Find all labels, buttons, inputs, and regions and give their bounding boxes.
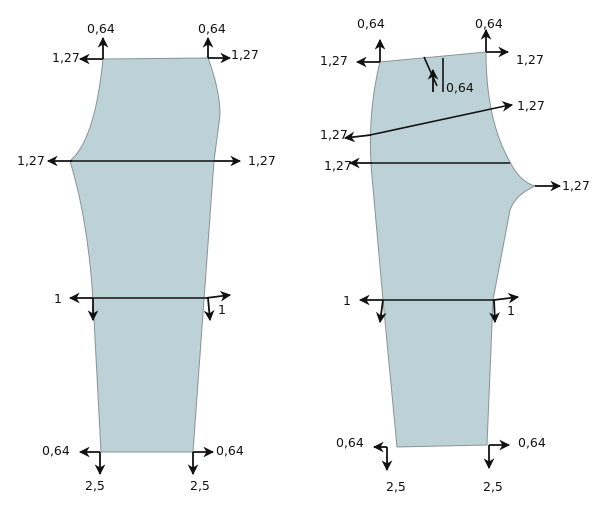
arrow-right-icon	[501, 101, 514, 112]
back-knee-left-label: 1	[343, 293, 351, 308]
front-top-left-side-label: 1,27	[52, 50, 80, 65]
back-hip-left-label: 1,27	[320, 127, 348, 142]
front-hem-left-side-label: 0,64	[42, 443, 70, 458]
back-dart-label: 0,64	[446, 80, 474, 95]
front-hem-right-side-label: 0,64	[216, 443, 244, 458]
arrow-left-icon	[343, 131, 372, 143]
back-crotch-right-label: 1,27	[562, 178, 590, 193]
front-top-right-up-label: 0,64	[198, 21, 226, 36]
back-hem-right-side-label: 0,64	[518, 435, 546, 450]
front-pattern-piece: 0,64 1,27 0,64 1,27 1,27 1,27 1 1 0,64 2…	[17, 21, 276, 493]
front-piece-outline	[69, 57, 221, 453]
back-hip-line	[369, 105, 506, 136]
back-top-right-side-label: 1,27	[516, 52, 544, 67]
arrow-down-icon	[489, 299, 500, 324]
front-knee-left-label: 1	[54, 291, 62, 306]
back-top-left-side-label: 1,27	[320, 53, 348, 68]
back-top-right-up-label: 0,64	[475, 16, 503, 31]
back-hip-right-label: 1,27	[517, 98, 545, 113]
back-top-left-up-label: 0,64	[357, 16, 385, 31]
arrow-down-icon	[375, 299, 387, 324]
front-knee-right-label: 1	[218, 302, 226, 317]
front-top-right-side-label: 1,27	[231, 47, 259, 62]
back-pattern-piece: 0,64 0,64 1,27 0,64 1,27 1,27 1,27 1,27 …	[320, 16, 590, 494]
front-hem-right-down-label: 2,5	[190, 478, 210, 493]
front-top-left-up-label: 0,64	[87, 21, 115, 36]
back-hem-left-down-label: 2,5	[386, 479, 406, 494]
back-hem-right-down-label: 2,5	[483, 479, 503, 494]
front-crotch-right-label: 1,27	[248, 153, 276, 168]
back-piece-outline	[369, 51, 537, 448]
back-hem-left-side-label: 0,64	[336, 435, 364, 450]
front-crotch-left-label: 1,27	[17, 153, 45, 168]
arrow-right-icon	[205, 290, 232, 302]
arrow-right-icon	[493, 292, 520, 304]
back-knee-right-label: 1	[507, 303, 515, 318]
front-hem-left-down-label: 2,5	[85, 478, 105, 493]
back-crotch-left-label: 1,27	[324, 158, 352, 173]
arrow-down-icon	[203, 297, 215, 322]
